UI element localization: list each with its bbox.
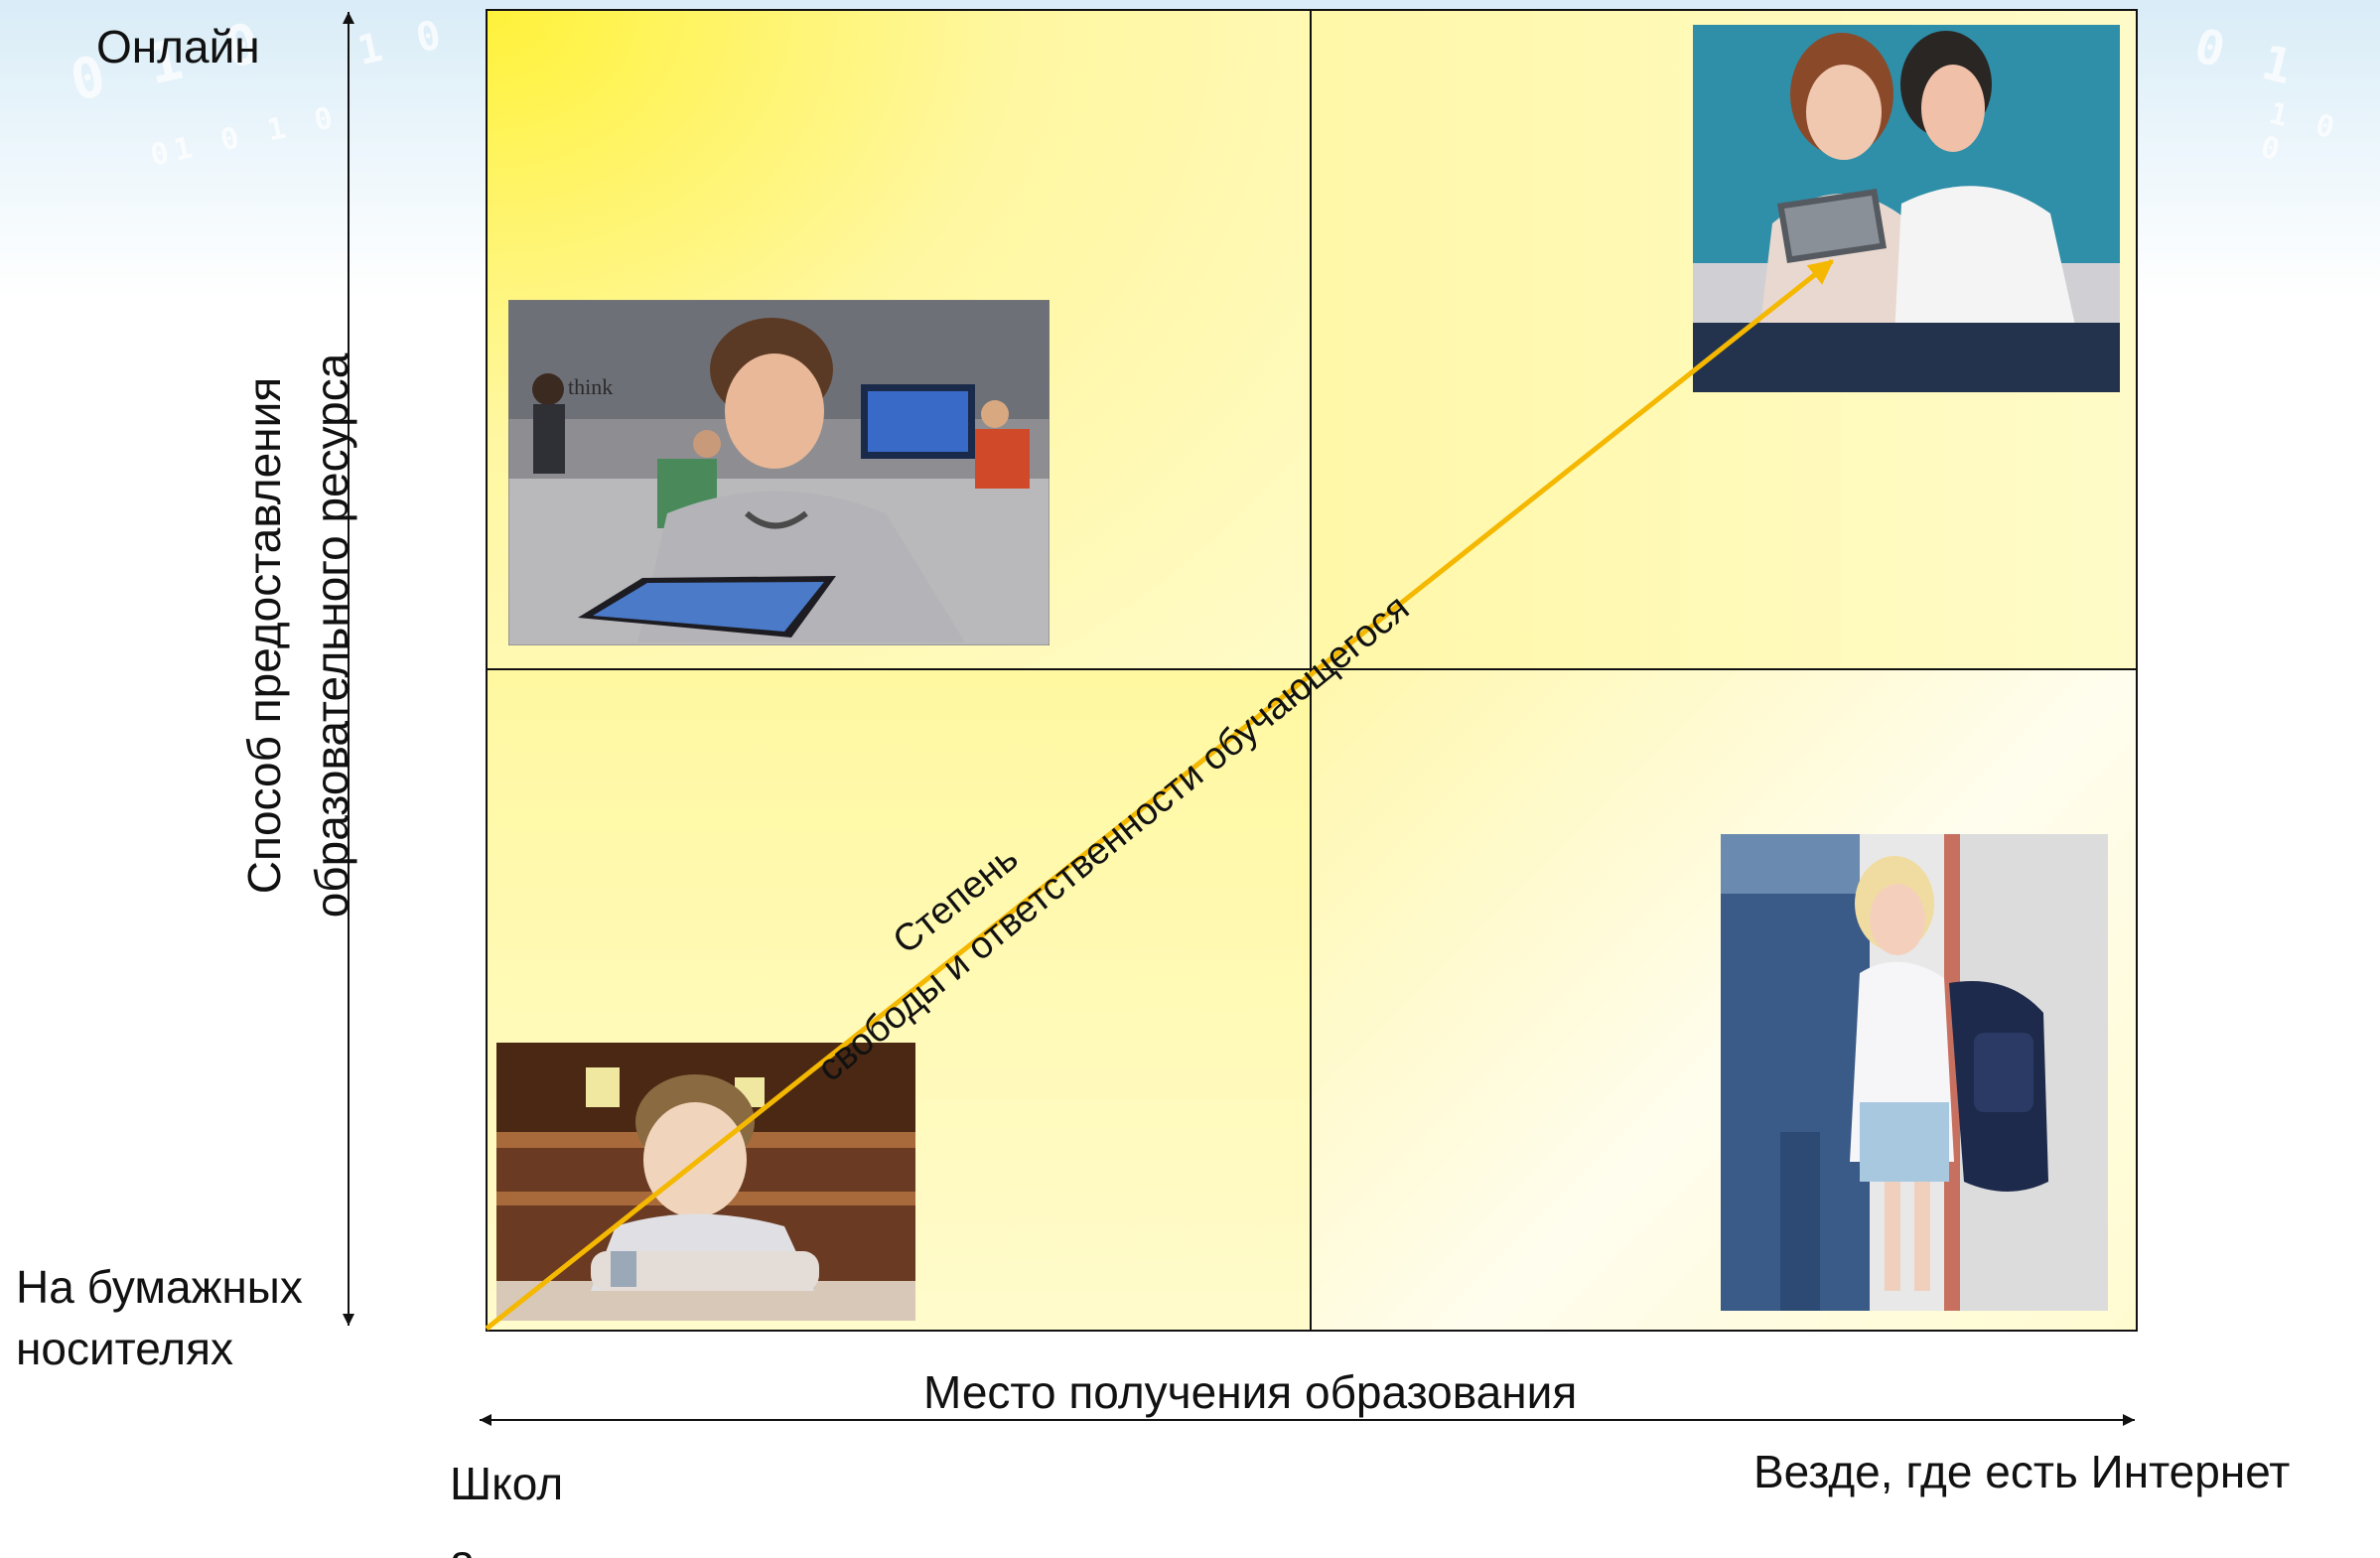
board-word: think (568, 374, 613, 399)
diagonal-arrow (485, 259, 1834, 1331)
photo-girl-with-backpack (1721, 834, 2108, 1311)
x-axis-title: Место получения образования (923, 1366, 1578, 1418)
x-axis-right-label: Везде, где есть Интернет (1753, 1446, 2291, 1497)
photo-bored-boy-at-desk (496, 1043, 915, 1321)
y-axis-bottom-label: На бумажных носителях (16, 1256, 303, 1379)
y-axis-title-line: образовательного ресурса (306, 353, 357, 919)
x-axis-left-label: Школ а (450, 1445, 563, 1558)
y-axis-title: Способ предоставления образовательного р… (230, 189, 365, 1082)
y-axis-top-label: Онлайн (96, 21, 260, 72)
photo-boy-with-tablet-in-class: think (508, 300, 1050, 645)
y-axis-title-line: Способ предоставления (238, 376, 290, 895)
photo-teens-with-tablet (1693, 25, 2120, 392)
x-axis-left-label-line: а (450, 1522, 563, 1558)
y-axis-bottom-label-line: носителях (16, 1323, 234, 1374)
x-axis-left-label-line: Школ (450, 1458, 564, 1509)
y-axis-bottom-label-line: На бумажных (16, 1261, 303, 1313)
